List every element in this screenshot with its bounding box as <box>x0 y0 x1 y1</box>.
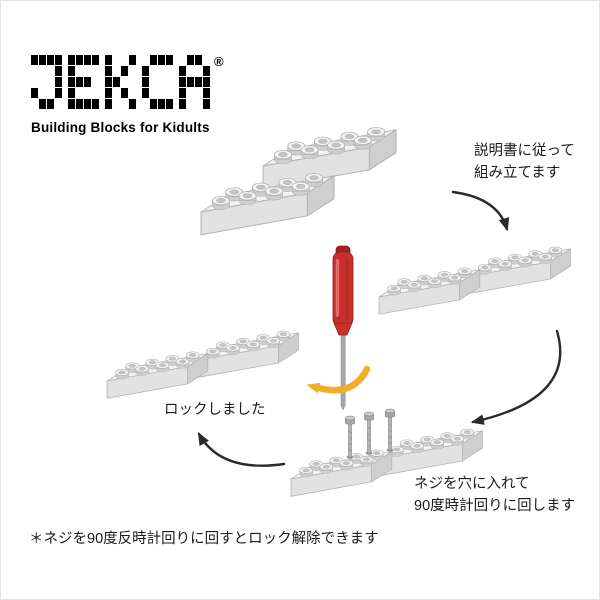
caption-assemble-line2: 組み立てます <box>474 165 561 182</box>
caption-screw: ネジを穴に入れて 90度時計回りに回します <box>414 473 575 518</box>
flow-arrow-step1 <box>451 190 510 232</box>
flow-arrow-step3 <box>197 432 286 467</box>
rotation-arrow-icon <box>306 365 371 394</box>
screw-icon <box>385 408 395 451</box>
screw-icon <box>345 415 355 458</box>
unlock-footnote: ＊ネジを90度反時計回りに回すとロック解除できます <box>29 531 379 547</box>
brand-logo-text <box>31 55 210 109</box>
brand-row: ® <box>31 55 224 109</box>
assembled-bricks-locked <box>107 331 299 398</box>
caption-locked: ロックしました <box>164 402 266 418</box>
caption-screw-line2: 90度時計回りに回します <box>414 498 576 515</box>
screwdriver-icon <box>332 245 354 411</box>
flow-arrow-step2 <box>470 329 562 425</box>
caption-screw-line1: ネジを穴に入れて <box>414 476 530 492</box>
registered-trademark: ® <box>214 54 224 69</box>
logo-tagline: Building Blocks for Kidults <box>31 120 210 135</box>
caption-assemble: 説明書に従って 組み立てます <box>474 140 575 185</box>
logo: ® Building Blocks for Kidults <box>31 55 224 135</box>
assembled-bricks-right <box>379 247 571 314</box>
caption-assemble-line1: 説明書に従って <box>474 143 575 159</box>
screw-icon <box>364 411 374 454</box>
